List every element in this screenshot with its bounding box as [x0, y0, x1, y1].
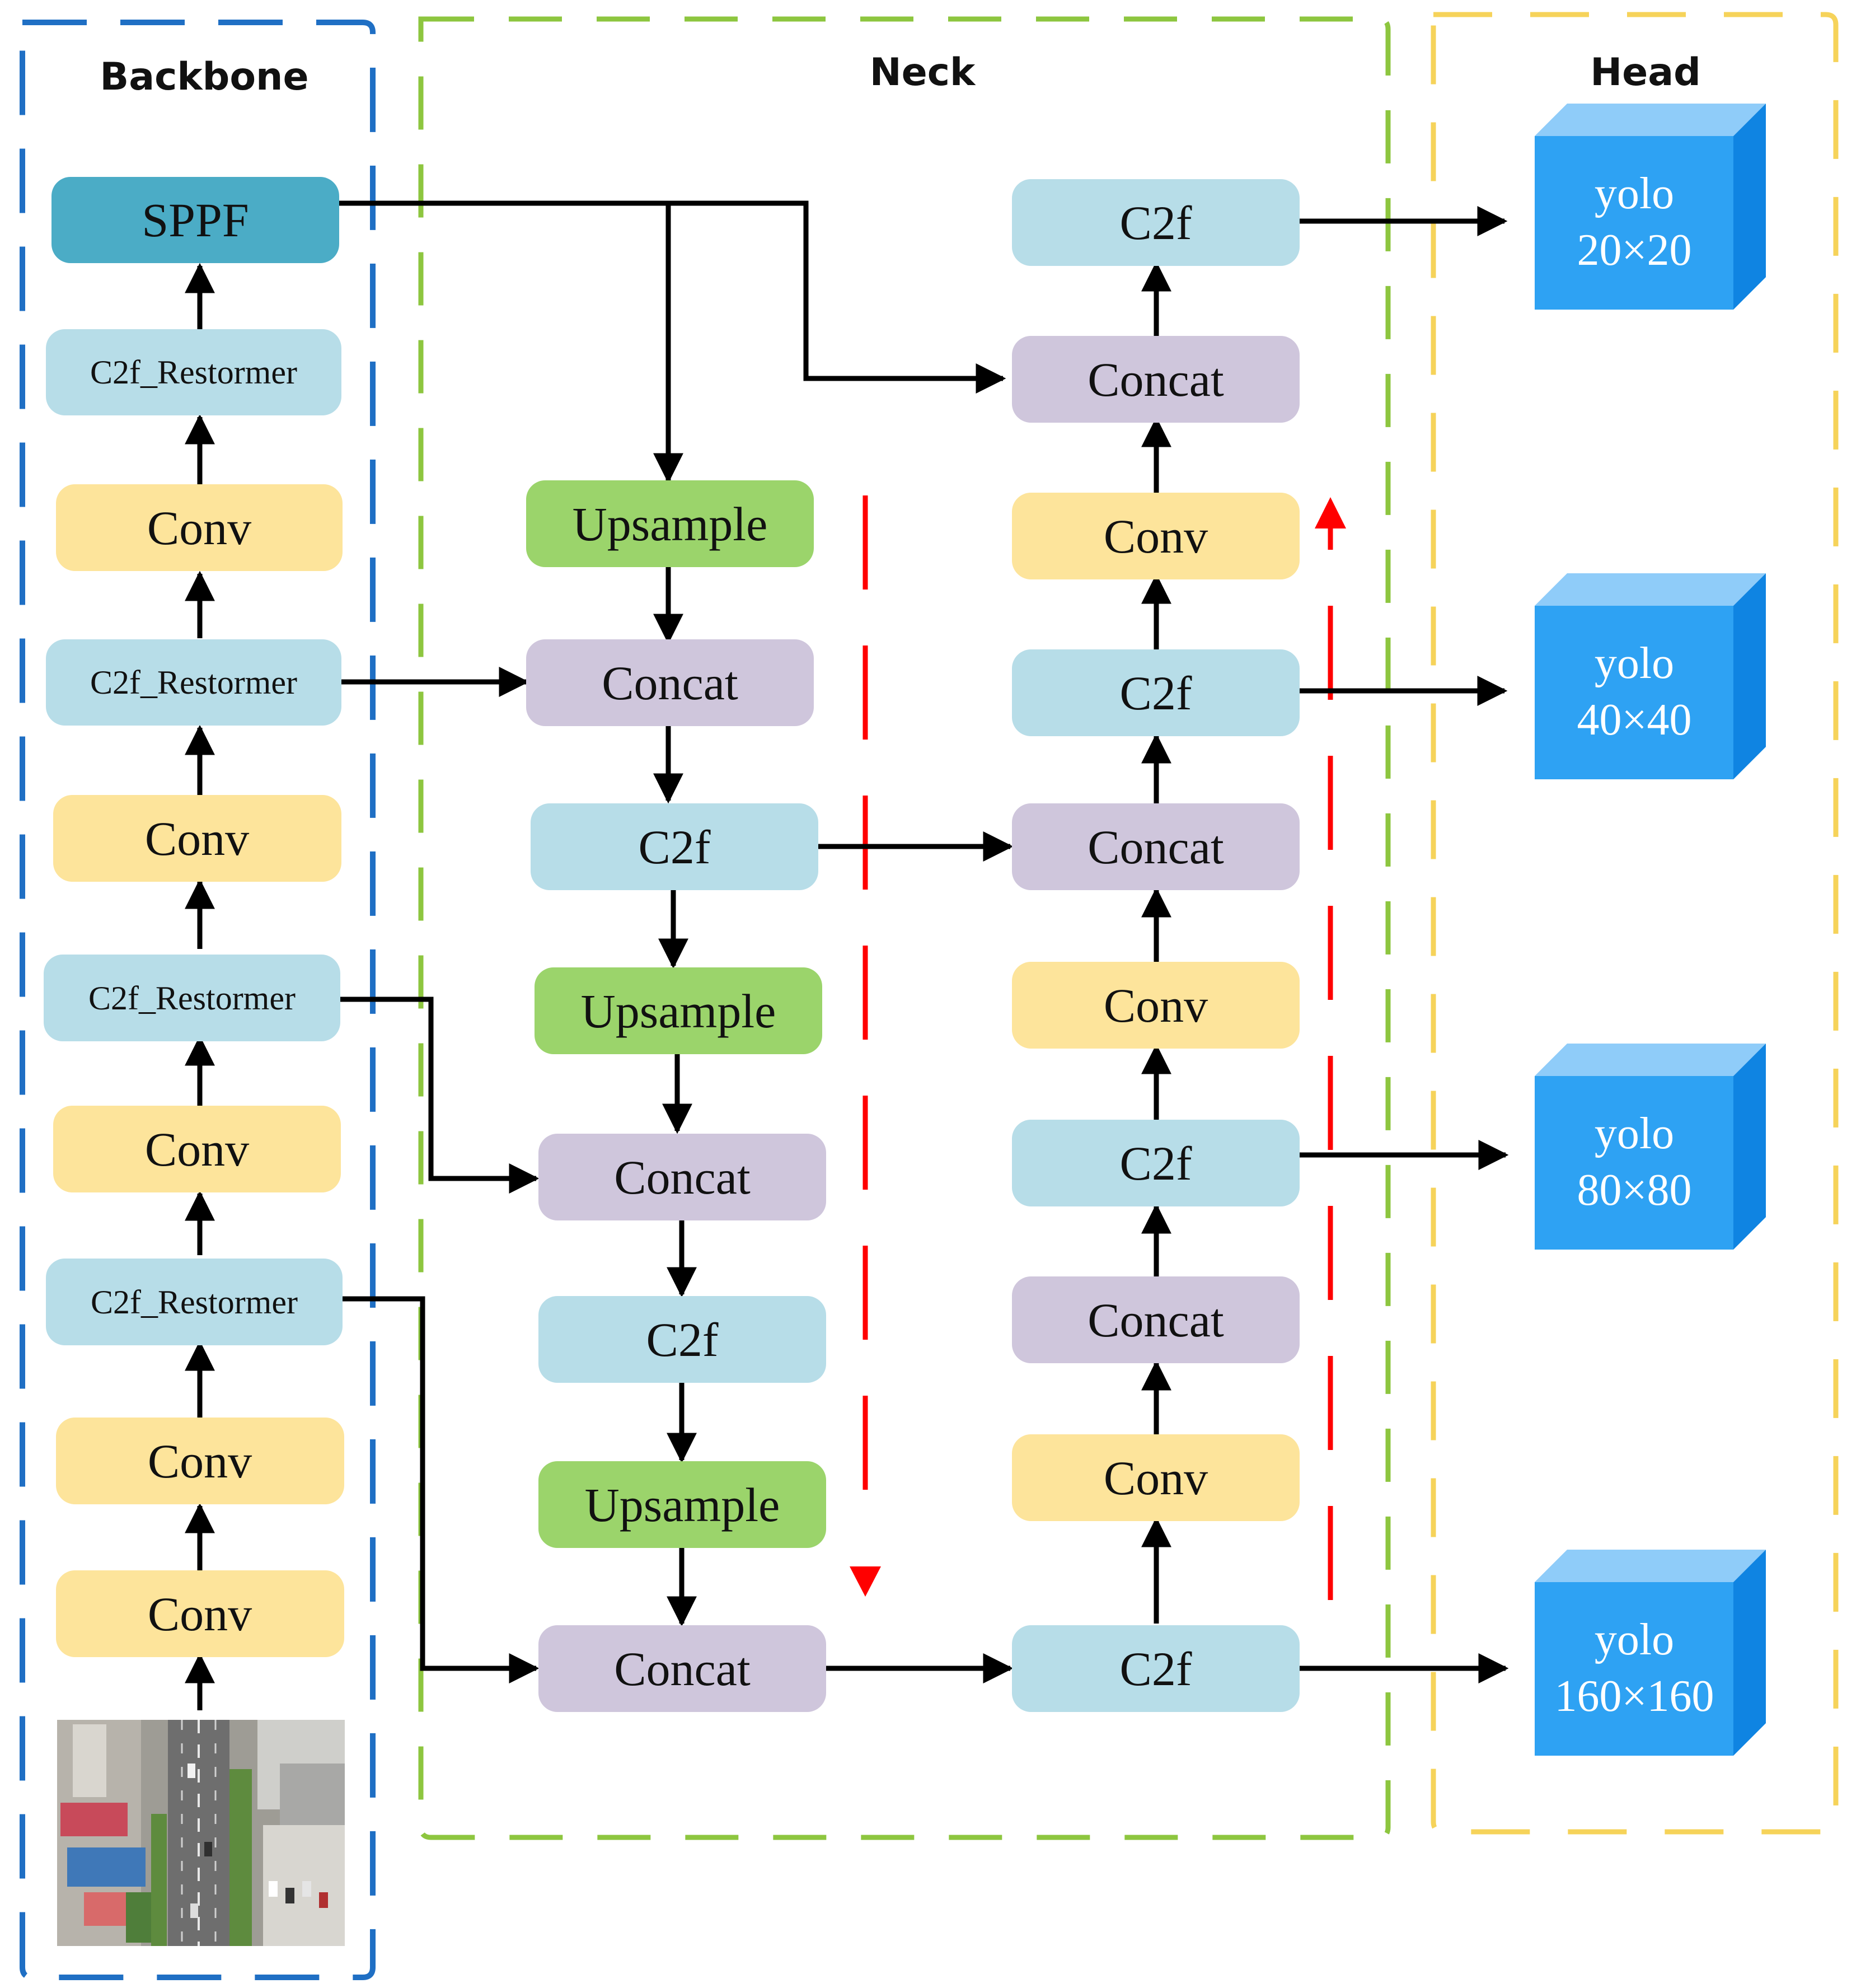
c2f-restormer-node-1: C2f_Restormer — [46, 1259, 343, 1345]
head-title: Head — [1590, 50, 1701, 95]
concat-node-up-top: Concat — [1012, 336, 1300, 423]
c2f-node-up-top: C2f — [1012, 179, 1300, 266]
conv-node-4: Conv — [56, 484, 343, 571]
sppf-label: SPPF — [142, 193, 249, 247]
yolo-size-label: 40×40 — [1577, 695, 1691, 745]
conv-label: Conv — [1104, 1451, 1208, 1505]
upsample-node-2: Upsample — [535, 967, 822, 1054]
c2f-label: C2f — [1120, 666, 1192, 720]
sppf-node: SPPF — [51, 177, 339, 263]
backbone-frame — [20, 20, 376, 1980]
c2f-node-up-mid-low: C2f — [1012, 1120, 1300, 1206]
conv-label: Conv — [1104, 979, 1208, 1032]
c2f-restormer-label: C2f_Restormer — [90, 354, 297, 391]
top-down-flow-arrow — [850, 495, 881, 1597]
conv-node-up-top: Conv — [1012, 493, 1300, 579]
c2f-restormer-node-4: C2f_Restormer — [46, 329, 341, 415]
concat-node-up-mid-high: Concat — [1012, 803, 1300, 890]
conv-label: Conv — [147, 501, 251, 555]
c2f-node-down-2: C2f — [538, 1296, 826, 1383]
yolo-name-label: yolo — [1595, 169, 1674, 218]
conv-label: Conv — [145, 1122, 249, 1176]
c2f-label: C2f — [1120, 196, 1192, 250]
c2f-restormer-label: C2f_Restormer — [90, 664, 297, 701]
concat-label: Concat — [1087, 820, 1224, 874]
yolo-name-label: yolo — [1595, 1615, 1674, 1664]
conv-node-2: Conv — [53, 1106, 341, 1192]
connector — [340, 997, 540, 1194]
c2f-restormer-node-3: C2f_Restormer — [46, 639, 341, 726]
c2f-node-up-bottom: C2f — [1012, 1625, 1300, 1712]
concat-label: Concat — [602, 656, 738, 710]
neck-title: Neck — [870, 50, 976, 95]
concat-label: Concat — [1087, 1293, 1224, 1347]
c2f-restormer-node-2: C2f_Restormer — [44, 955, 340, 1041]
upsample-node-3: Upsample — [538, 1461, 826, 1548]
upsample-node-1: Upsample — [526, 480, 814, 567]
backbone-title: Backbone — [100, 55, 308, 99]
c2f-label: C2f — [646, 1313, 719, 1367]
c2f-node-up-mid-high: C2f — [1012, 649, 1300, 736]
conv-label: Conv — [148, 1434, 252, 1488]
conv-node-3: Conv — [53, 795, 341, 882]
input-image — [57, 1720, 345, 1946]
yolo-name-label: yolo — [1595, 1109, 1674, 1158]
conv-node-1: Conv — [56, 1418, 344, 1504]
yolo-head-160: yolo 160×160 — [1535, 1550, 1766, 1756]
conv-label: Conv — [148, 1587, 252, 1641]
concat-label: Concat — [614, 1150, 751, 1204]
c2f-label: C2f — [1120, 1642, 1192, 1696]
yolo-size-label: 80×80 — [1577, 1166, 1691, 1215]
yolo-head-40: yolo 40×40 — [1535, 573, 1766, 779]
concat-label: Concat — [1087, 353, 1224, 406]
connector — [343, 1296, 540, 1683]
concat-node-1: Concat — [526, 639, 814, 726]
upsample-label: Upsample — [585, 1478, 780, 1532]
concat-node-3: Concat — [538, 1625, 826, 1712]
c2f-label: C2f — [639, 820, 711, 874]
connector — [339, 200, 683, 484]
upsample-label: Upsample — [573, 497, 768, 551]
concat-node-2: Concat — [538, 1134, 826, 1220]
head-frame — [1431, 12, 1839, 1835]
upsample-label: Upsample — [581, 984, 776, 1038]
yolo-size-label: 20×20 — [1577, 226, 1691, 275]
connectors — [185, 200, 1509, 1710]
yolo-size-label: 160×160 — [1554, 1672, 1714, 1721]
conv-node-0: Conv — [56, 1570, 344, 1657]
conv-node-up-mid: Conv — [1012, 962, 1300, 1049]
concat-label: Concat — [614, 1642, 751, 1696]
concat-node-up-mid-low: Concat — [1012, 1276, 1300, 1363]
conv-label: Conv — [1104, 509, 1208, 563]
connector — [668, 200, 1006, 394]
conv-node-up-low: Conv — [1012, 1434, 1300, 1521]
conv-label: Conv — [145, 812, 249, 866]
c2f-node-down-1: C2f — [531, 803, 818, 890]
yolo-head-80: yolo 80×80 — [1535, 1044, 1766, 1250]
c2f-label: C2f — [1120, 1136, 1192, 1190]
c2f-restormer-label: C2f_Restormer — [91, 1284, 298, 1321]
yolo-head-20: yolo 20×20 — [1535, 104, 1766, 310]
neck-frame — [418, 16, 1391, 1840]
bottom-up-flow-arrow — [1315, 497, 1346, 1600]
yolo-name-label: yolo — [1595, 639, 1674, 688]
c2f-restormer-label: C2f_Restormer — [88, 980, 296, 1017]
